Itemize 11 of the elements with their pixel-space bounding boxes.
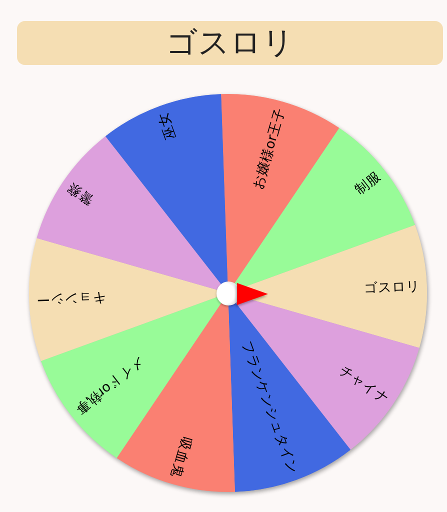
segment-label: ゴスロリ	[364, 278, 420, 296]
segment-label: キョンシー	[36, 289, 106, 308]
segment-label: 制服	[352, 168, 384, 198]
segment-label: 巫女	[154, 110, 180, 142]
segment-label: お嬢様or王子	[250, 106, 289, 192]
segment-label: チャイナ	[336, 362, 392, 407]
segment-label: フランケンシュタイン	[238, 339, 302, 476]
segment-label: 吸血鬼	[167, 434, 194, 480]
segment-label: メイドor執事	[72, 353, 148, 418]
title-bar: ゴスロリ	[17, 21, 443, 65]
segment-label: 警察	[64, 179, 96, 208]
